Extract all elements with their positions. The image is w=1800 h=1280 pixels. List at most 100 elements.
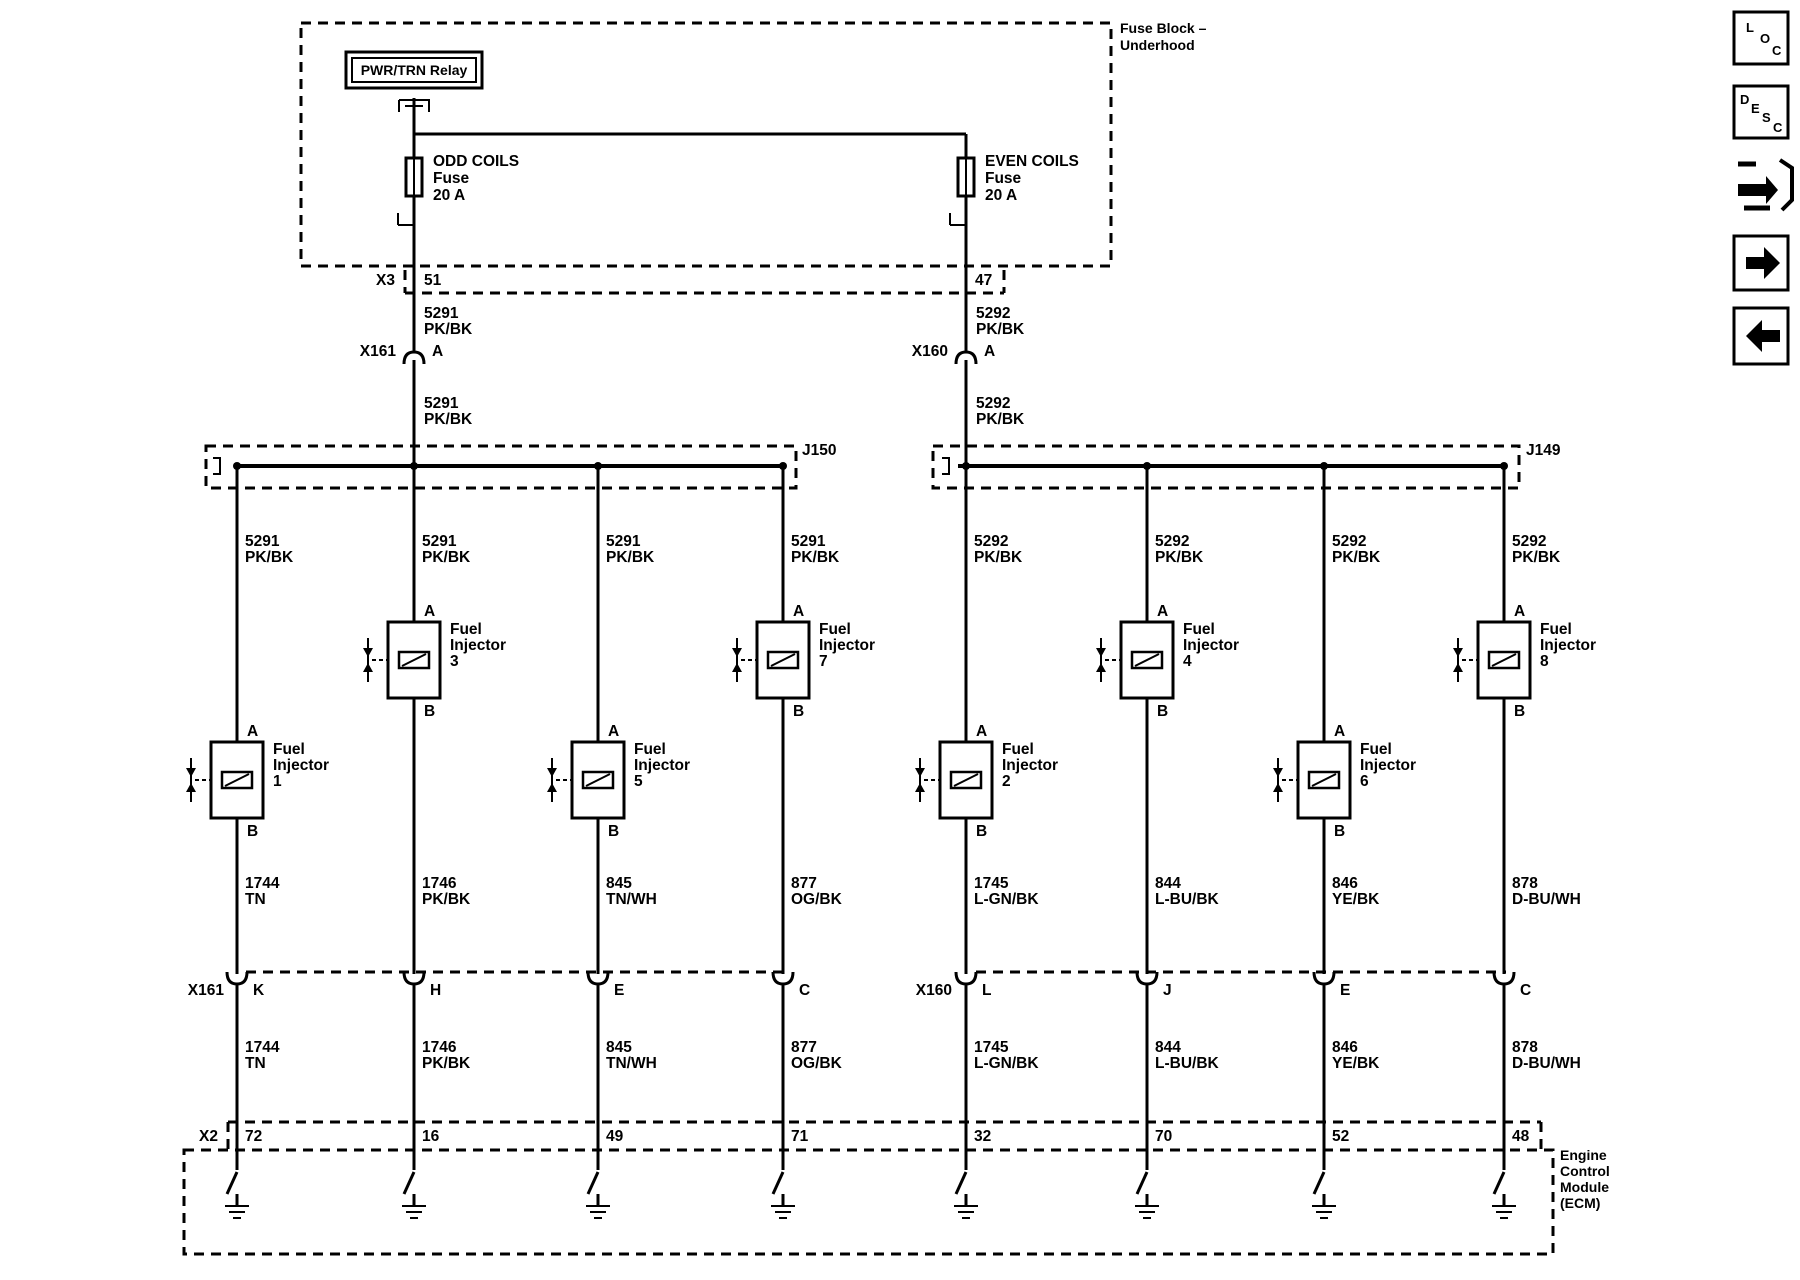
injector-8-supply-circuit: 5292 (1512, 533, 1546, 550)
injector-5-title1: Fuel (634, 741, 666, 758)
splice-j149: J149 (931, 442, 1561, 490)
injector-4-supply-circuit: 5292 (1155, 533, 1189, 550)
injector-6-ctrl-circuit-upper: 846 (1332, 875, 1358, 892)
injector-1-supply-circuit: 5291 (245, 533, 280, 550)
ecm-module: X2 Engine Control Module (ECM) (182, 1120, 1610, 1256)
injector-6-ecm-pin: 52 (1332, 1128, 1349, 1145)
injector-5-ctrl-circuit-lower: 845 (606, 1039, 632, 1056)
j150-label: J150 (802, 442, 836, 459)
injector-4-driver-switch-icon (1135, 1171, 1149, 1195)
left-supply-color-lower: PK/BK (424, 411, 473, 428)
injector-1-ctrl-color-upper: TN (245, 891, 266, 908)
injector-2-pin-b: B (976, 823, 987, 840)
nav-loc-button[interactable]: L O C (1732, 10, 1790, 66)
injector-3-ctrl-circuit-upper: 1746 (422, 875, 457, 892)
injector-8-ctrl-circuit-upper: 878 (1512, 875, 1538, 892)
x161-lower-label: X161 (188, 982, 225, 999)
fuse-block-label-line2: Underhood (1120, 37, 1195, 53)
even-coils-fuse-name: EVEN COILS (985, 153, 1079, 170)
injector-8-pin-a: A (1514, 603, 1525, 620)
injector-6-pin-a: A (1334, 723, 1345, 740)
injector-8-ground-icon (1492, 1205, 1516, 1219)
injector-8-ecm-pin: 48 (1512, 1128, 1530, 1145)
injector-5-ctrl-color-lower: TN/WH (606, 1055, 657, 1072)
x3-pin-47: 47 (975, 272, 992, 289)
even-coils-terminal-icon (949, 213, 966, 226)
injector-4-solenoid-slash (1134, 653, 1160, 667)
injector-1-driver-switch-icon (225, 1171, 239, 1195)
next-arrow-button[interactable] (1732, 234, 1790, 292)
injector-5-ground-icon (586, 1205, 610, 1219)
injector-5-solenoid-slash (585, 773, 611, 787)
injector-5-title2: Injector (634, 757, 690, 774)
injector-3-number: 3 (450, 653, 459, 670)
splice-j150: J150 (204, 442, 836, 490)
injector-3-driver-switch-icon (402, 1171, 416, 1195)
injector-2-pin-a: A (976, 723, 987, 740)
injector-8-ctrl-circuit-lower: 878 (1512, 1039, 1538, 1056)
next-arrow-icon (1746, 247, 1780, 279)
injector-6-driver-switch-icon (1312, 1171, 1326, 1195)
injector-2-ecm-pin: 32 (974, 1128, 991, 1145)
even-coils-fuse-type: Fuse (985, 170, 1022, 187)
x161-upper-label: X161 (360, 343, 397, 360)
injector-8-ctrl-color-upper: D-BU/WH (1512, 891, 1581, 908)
injector-5-supply-color: PK/BK (606, 549, 655, 566)
ecm-label-line4: (ECM) (1560, 1195, 1600, 1211)
right-supply-color-lower: PK/BK (976, 411, 1025, 428)
injector-1-inline-pin: K (253, 982, 265, 999)
injector-2-ctrl-color-upper: L-GN/BK (974, 891, 1039, 908)
ecm-outline (182, 1148, 1555, 1256)
injector-6-ground-icon (1312, 1205, 1336, 1219)
injector-7-ground-icon (771, 1205, 795, 1219)
injector-6-title1: Fuel (1360, 741, 1392, 758)
svg-text:D: D (1740, 92, 1749, 107)
injector-1-number: 1 (273, 773, 282, 790)
injector-8-ctrl-color-lower: D-BU/WH (1512, 1055, 1581, 1072)
injector-2-supply-circuit: 5292 (974, 533, 1008, 550)
nav-desc-button[interactable]: D E S C (1732, 84, 1790, 140)
injector-4-actuator-icon (1096, 648, 1106, 672)
injector-4-pin-b: B (1157, 703, 1168, 720)
x160-upper-label: X160 (912, 343, 948, 360)
injector-5-ctrl-color-upper: TN/WH (606, 891, 657, 908)
injector-4-number: 4 (1183, 653, 1192, 670)
svg-text:C: C (1772, 43, 1782, 58)
injector-6-ctrl-color-upper: YE/BK (1332, 891, 1380, 908)
injector-7-ctrl-circuit-upper: 877 (791, 875, 817, 892)
odd-coils-fuse-type: Fuse (433, 170, 470, 187)
injector-7-driver-switch-icon (771, 1171, 785, 1195)
back-arrow-button[interactable] (1732, 306, 1790, 366)
x161-a-connector-icon (402, 350, 426, 365)
injector-5-inline-pin: E (614, 982, 624, 999)
injector-7-supply-color: PK/BK (791, 549, 840, 566)
injector-8-title2: Injector (1540, 637, 1596, 654)
injector-1-pin-a: A (247, 723, 258, 740)
x161-upper-pin: A (432, 343, 443, 360)
injector-8-column: 5292PK/BKABFuelInjector8878D-BU/WHC878D-… (1453, 462, 1596, 1219)
injector-3-supply-color: PK/BK (422, 549, 471, 566)
injector-4-ecm-pin: 70 (1155, 1128, 1172, 1145)
left-supply-wire: 5291 PK/BK X161 A 5291 PK/BK (360, 292, 473, 466)
injector-4-column: 5292PK/BKABFuelInjector4844L-BU/BKJ844L-… (1096, 462, 1239, 1219)
injector-1-solenoid-slash (224, 773, 250, 787)
injector-3-ctrl-color-lower: PK/BK (422, 1055, 471, 1072)
injector-5-pin-b: B (608, 823, 619, 840)
injector-7-supply-circuit: 5291 (791, 533, 826, 550)
odd-coils-fuse-rating: 20 A (433, 187, 465, 204)
injector-6-pin-b: B (1334, 823, 1345, 840)
ecm-label-line2: Control (1560, 1163, 1610, 1179)
injector-1-ground-icon (225, 1205, 249, 1219)
injector-6-actuator-icon (1273, 768, 1283, 792)
injector-2-title2: Injector (1002, 757, 1058, 774)
injector-1-pin-b: B (247, 823, 258, 840)
x3-pin-51: 51 (424, 272, 442, 289)
injector-5-driver-switch-icon (586, 1171, 600, 1195)
injector-7-inline-pin: C (799, 982, 810, 999)
injector-7-title2: Injector (819, 637, 875, 654)
j149-label: J149 (1526, 442, 1561, 459)
svg-text:S: S (1762, 110, 1771, 125)
injector-3-ctrl-circuit-lower: 1746 (422, 1039, 457, 1056)
schematic-connector-icon[interactable] (1734, 156, 1794, 220)
